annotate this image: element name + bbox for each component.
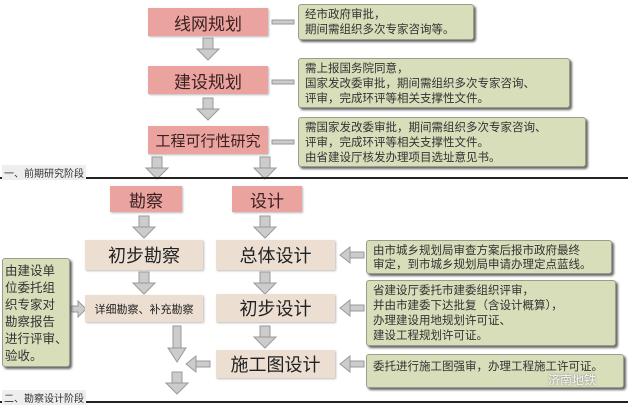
left-arrow-icon [339,355,365,373]
down-arrow-icon [253,156,277,180]
step-detailed-survey: 详细勘察、补充勘察 [85,295,203,322]
stage-label-1: 一、前期研究阶段 [2,165,86,180]
step-construction-drawing-design: 施工图设计 [216,350,335,378]
stage-label-2: 二、勘察设计阶段 [2,390,86,405]
step-preliminary-design: 初步设计 [216,294,335,322]
down-arrow-icon [196,37,220,61]
divider [0,401,628,403]
step-preliminary-survey: 初步勘察 [85,240,203,270]
left-arrow-icon [185,355,211,373]
down-arrow-icon [167,347,187,363]
survey-title: 勘察 [110,186,182,212]
step-feasibility-study: 工程可行性研究 [148,126,268,154]
down-arrow-icon [132,215,156,239]
down-arrow-icon [145,156,169,180]
down-arrow-icon [253,271,277,295]
divider [0,177,628,179]
left-arrow-icon [339,246,365,264]
note-feasibility: 需国家发改委审批，期间需组织多次专家咨询、 评审，完成环评等相关支撑性文件。 由… [298,117,586,167]
note-general-design: 由市城乡规划局审查方案后报市政府最终 审定，到市城乡规划局申请办理定点蓝线。 [366,240,612,274]
down-arrow-icon [253,215,277,239]
note-construction-planning: 需上报国务院同意， 国家发改委审批，期间需组织多次专家咨询、 评审，完成环评等相… [298,58,570,108]
left-arrow-icon [339,299,365,317]
down-arrow-shaft [172,325,182,351]
down-arrow-icon [253,325,277,349]
note-line-network: 经市政府审批， 期间需组织多次专家咨询等。 [298,4,474,40]
down-arrow-icon [196,97,220,121]
right-arrow-icon [70,299,87,319]
note-preliminary-design: 省建设厅委托市建委组织评审， 并由市建委下达批复（含设计概算）， 办理建设用地规… [366,280,616,346]
step-construction-planning: 建设规划 [148,66,268,94]
design-title: 设计 [232,186,302,212]
down-arrow-icon [132,271,156,295]
note-construction-drawing: 委托进行施工图强审，办理工程施工许可证。 [366,354,624,388]
connector [271,79,295,85]
step-general-design: 总体设计 [216,240,335,270]
note-survey-review: 由建设单 位委托组 织专家对 勘察报告 进行评审、 验收。 [2,258,70,367]
step-line-network-planning: 线网规划 [148,8,268,36]
watermark: 济南地铁 [548,373,597,387]
down-arrow-icon [165,371,189,395]
connector [271,19,295,25]
connector [271,139,295,145]
